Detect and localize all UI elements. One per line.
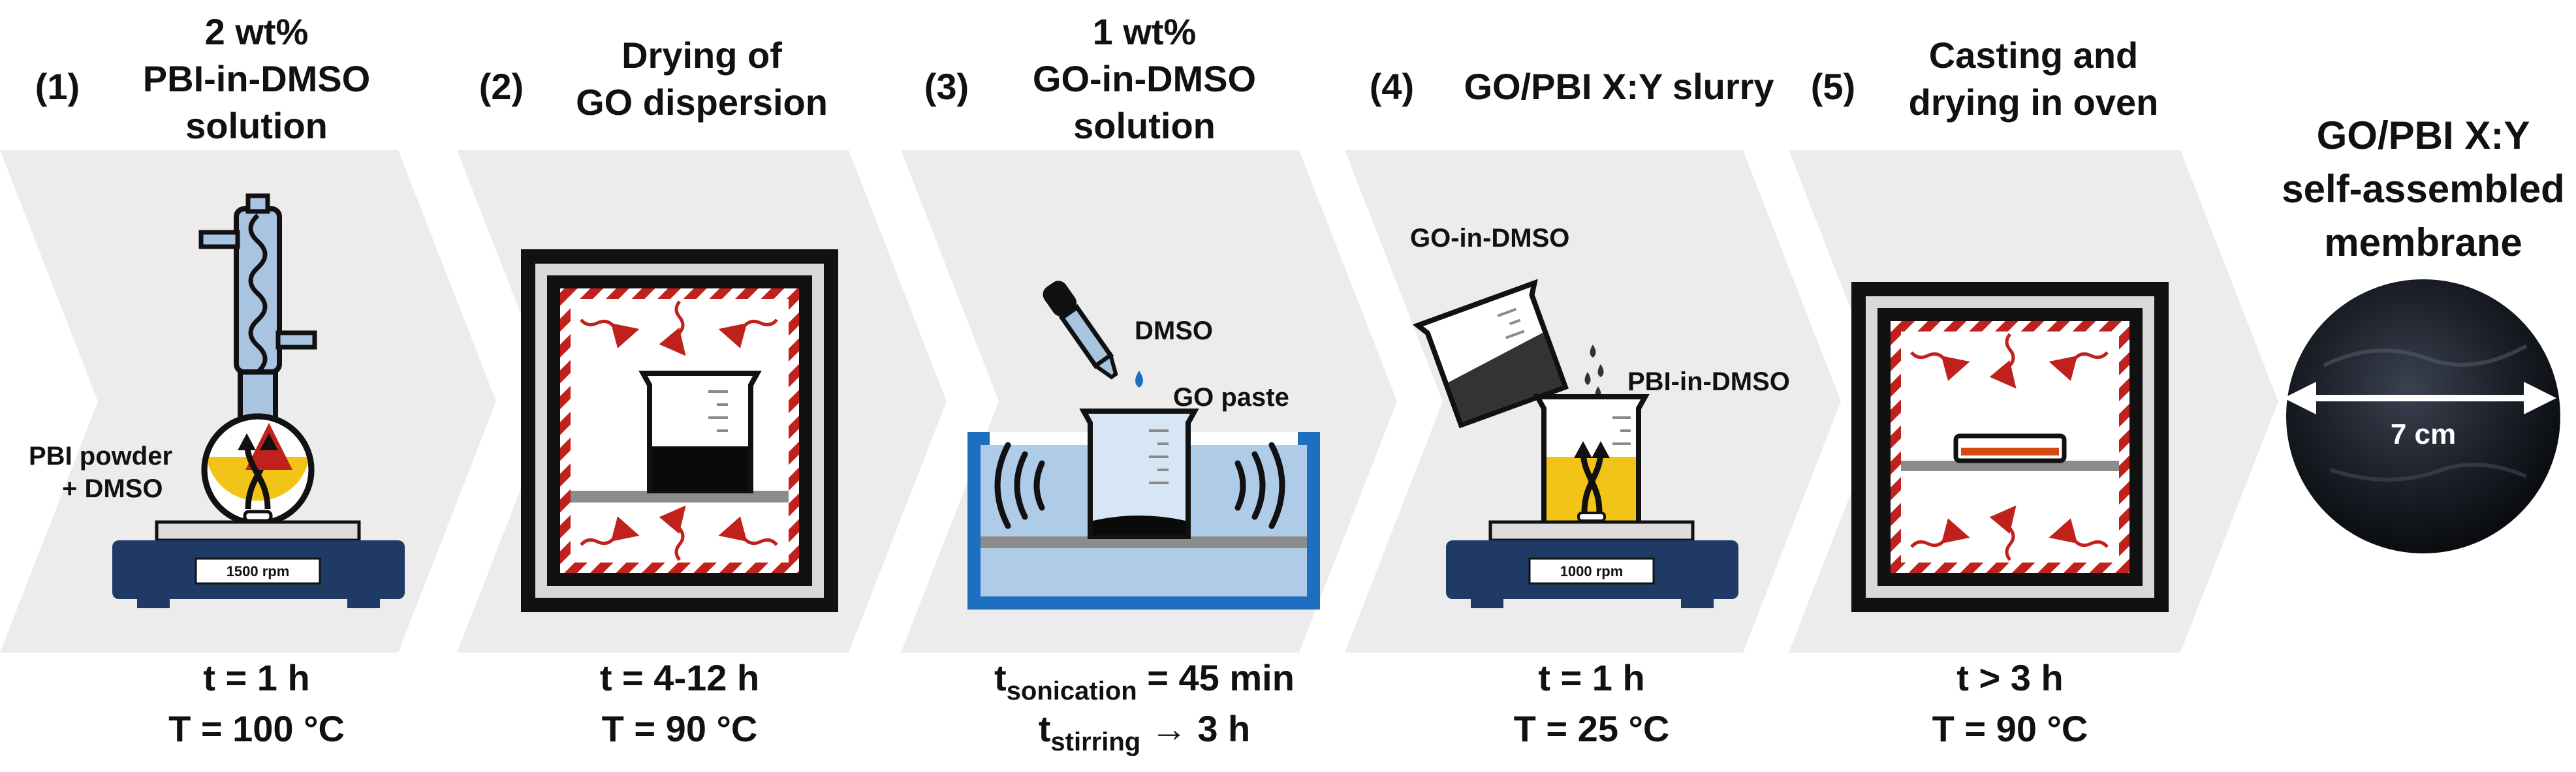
step-2-number: (2)	[479, 66, 524, 107]
result-title-line-3: membrane	[2324, 221, 2522, 264]
stirring-rest: → 3 h	[1140, 708, 1250, 749]
step-3-title-line-2: GO-in-DMSO	[1033, 58, 1256, 99]
step-4-apparatus: 1000 rpm GO-in-DMSO PBI-in-DMSO	[1410, 224, 1790, 608]
sonication-sub: sonication	[1007, 677, 1137, 705]
step-5-title-line-1: Casting and	[1929, 35, 2138, 76]
dropper	[1043, 281, 1118, 380]
hotplate-foot-right	[347, 599, 380, 608]
result-header: GO/PBI X:Y self-assembled membrane	[2282, 114, 2565, 264]
step-1-condition-temp: T = 100 °C	[168, 708, 345, 749]
tilted-beaker	[1412, 279, 1569, 429]
result-title-line-2: self-assembled	[2282, 167, 2565, 211]
step-5-condition-time: t > 3 h	[1956, 657, 2063, 698]
step-4-number: (4)	[1370, 66, 1414, 107]
condenser-top-tube	[245, 193, 270, 214]
sonication-base: t	[994, 657, 1007, 698]
hotplate-foot-left	[137, 599, 170, 608]
heat-arrows-2	[580, 300, 778, 561]
step-4-condition-temp: T = 25 °C	[1514, 708, 1670, 749]
go-paste	[1093, 516, 1186, 535]
stir-bar	[243, 510, 273, 523]
go-dispersion	[652, 446, 748, 491]
step-5-header: (5) Casting and drying in oven	[1811, 35, 2159, 123]
step-3-conditions: tsonication = 45 min tstirring → 3 h	[994, 657, 1295, 756]
step-4-title-line-1: GO/PBI X:Y slurry	[1464, 66, 1774, 107]
ultrasound-waves	[994, 442, 1285, 529]
step-3-header: (3) 1 wt% GO-in-DMSO solution	[924, 11, 1256, 146]
step-2-title-line-1: Drying of	[621, 35, 782, 76]
step-1-header: (1) 2 wt% PBI-in-DMSO solution	[35, 11, 370, 146]
condenser-port-top	[198, 230, 240, 249]
step-5-oven	[1851, 282, 2169, 612]
step-4-conditions: t = 1 h T = 25 °C	[1514, 657, 1670, 749]
membrane-diameter-label: 7 cm	[2391, 418, 2456, 450]
step-3-condition-sonication: tsonication = 45 min	[994, 657, 1295, 705]
step-1-apparatus: 1500 rpm PBI powder + DMSO	[29, 193, 405, 608]
rpm-display-1-text: 1500 rpm	[227, 563, 290, 579]
shelf-5	[1901, 461, 2119, 471]
stirring-base: t	[1039, 708, 1051, 749]
condenser-port-bottom	[275, 330, 317, 350]
bath-top-right	[1298, 432, 1320, 445]
step-3-title-line-1: 1 wt%	[1093, 11, 1197, 52]
pbi-powder-label: PBI powder	[29, 442, 172, 471]
stirring-sub: stirring	[1050, 728, 1140, 756]
step-5-condition-temp: T = 90 °C	[1932, 708, 2088, 749]
step-3-number: (3)	[924, 66, 969, 107]
step-2-header: (2) Drying of GO dispersion	[479, 35, 828, 123]
step-1-number: (1)	[35, 66, 80, 107]
cast-slurry	[1961, 448, 2059, 455]
membrane-disc	[2286, 279, 2560, 553]
sonication-rest: = 45 min	[1137, 657, 1295, 698]
step-3-apparatus: DMSO GO paste	[967, 281, 1320, 610]
step-1-condition-time: t = 1 h	[203, 657, 309, 698]
pbi-in-dmso-label: PBI-in-DMSO	[1627, 367, 1790, 396]
bath-top-left	[967, 432, 990, 445]
step-1-title-line-2: PBI-in-DMSO	[143, 58, 370, 99]
dmso-drop	[1135, 371, 1143, 388]
membrane-result: 7 cm	[2284, 279, 2560, 553]
step-5-number: (5)	[1811, 66, 1855, 107]
step-2-title-line-2: GO dispersion	[576, 82, 828, 123]
step-5-title-line-2: drying in oven	[1909, 82, 2159, 123]
dmso-label-1: + DMSO	[62, 474, 163, 503]
rpm-display-4	[1528, 557, 1655, 585]
result-title-line-1: GO/PBI X:Y	[2317, 114, 2530, 157]
shelf-2	[571, 491, 789, 502]
rpm-display-4-text: 1000 rpm	[1560, 563, 1624, 579]
step-3-title-line-3: solution	[1073, 105, 1216, 146]
bath-shelf	[981, 536, 1307, 548]
step-5-conditions: t > 3 h T = 90 °C	[1932, 657, 2088, 749]
hotplate-top	[155, 520, 361, 542]
dmso-label-3: DMSO	[1135, 317, 1213, 345]
condenser-coil	[248, 213, 268, 374]
step-4-condition-time: t = 1 h	[1538, 657, 1644, 698]
step-4-header: (4) GO/PBI X:Y slurry	[1370, 66, 1774, 107]
step-1-title-line-1: 2 wt%	[205, 11, 309, 52]
step-1-title-line-3: solution	[185, 105, 328, 146]
step-2-conditions: t = 4-12 h T = 90 °C	[600, 657, 759, 749]
step-3-condition-stirring: tstirring → 3 h	[1039, 708, 1250, 756]
heat-arrows-5	[1910, 333, 2109, 561]
step-1-conditions: t = 1 h T = 100 °C	[168, 657, 345, 749]
hotplate-top-4	[1488, 520, 1695, 542]
step-2-condition-temp: T = 90 °C	[602, 708, 758, 749]
rpm-display-1	[195, 557, 321, 585]
go-paste-label: GO paste	[1173, 383, 1289, 412]
go-in-dmso-label: GO-in-DMSO	[1410, 224, 1569, 253]
step-2-condition-time: t = 4-12 h	[600, 657, 759, 698]
